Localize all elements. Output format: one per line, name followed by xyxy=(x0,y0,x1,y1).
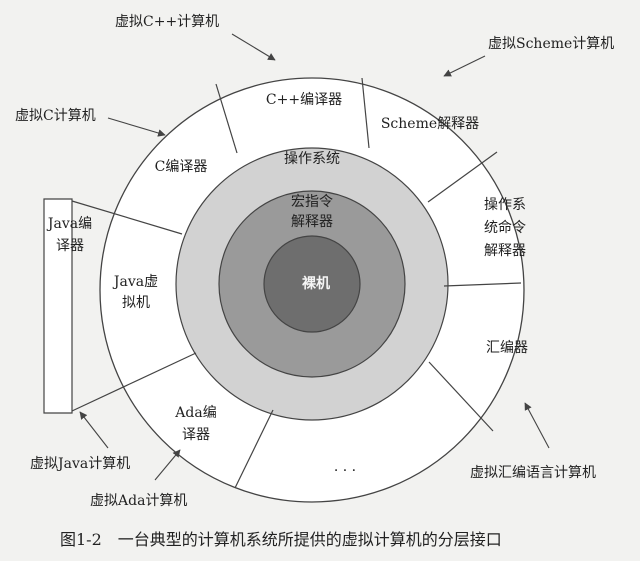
macro-interpreter-label-1: 宏指令 xyxy=(291,194,333,210)
ada-compiler-label-2: 译器 xyxy=(182,427,210,443)
virtual-java-computer-label: 虚拟Java计算机 xyxy=(30,456,130,472)
scheme-interpreter-label: Scheme解释器 xyxy=(381,116,479,132)
os-command-interpreter-label-1: 操作系 xyxy=(484,197,526,213)
os-command-interpreter-label-3: 解释器 xyxy=(484,243,526,259)
assembler-label: 汇编器 xyxy=(486,340,528,356)
os-label: 操作系统 xyxy=(284,151,340,167)
cpp-compiler-label: C++编译器 xyxy=(266,92,342,108)
ellipsis-label: · · · xyxy=(334,463,356,479)
virtual-assembly-computer-label: 虚拟汇编语言计算机 xyxy=(470,465,596,481)
virtual-cpp-computer-label: 虚拟C++计算机 xyxy=(115,14,219,30)
c-compiler-label: C编译器 xyxy=(155,159,208,175)
virtual-ada-computer-label: 虚拟Ada计算机 xyxy=(90,493,187,509)
java-compiler-label-2: 译器 xyxy=(56,238,84,254)
sector-dividers xyxy=(71,77,522,489)
virtual-c-computer-label: 虚拟C计算机 xyxy=(15,108,96,124)
jvm-label-1: Java虚 xyxy=(112,274,158,290)
virtual-scheme-computer-label: 虚拟Scheme计算机 xyxy=(488,36,614,52)
figure-caption: 图1-2 一台典型的计算机系统所提供的虚拟计算机的分层接口 xyxy=(60,530,502,549)
bare-machine-label: 裸机 xyxy=(302,275,330,292)
callout-leaders xyxy=(79,33,550,481)
jvm-label-2: 拟机 xyxy=(122,295,150,311)
bare-machine-core xyxy=(263,235,361,333)
java-compiler-band xyxy=(43,198,73,414)
java-compiler-label-1: Java编 xyxy=(46,216,92,232)
os-command-interpreter-label-2: 统命令 xyxy=(484,219,526,236)
ada-compiler-label-1: Ada编 xyxy=(174,405,216,421)
macro-interpreter-label-2: 解释器 xyxy=(291,214,333,230)
